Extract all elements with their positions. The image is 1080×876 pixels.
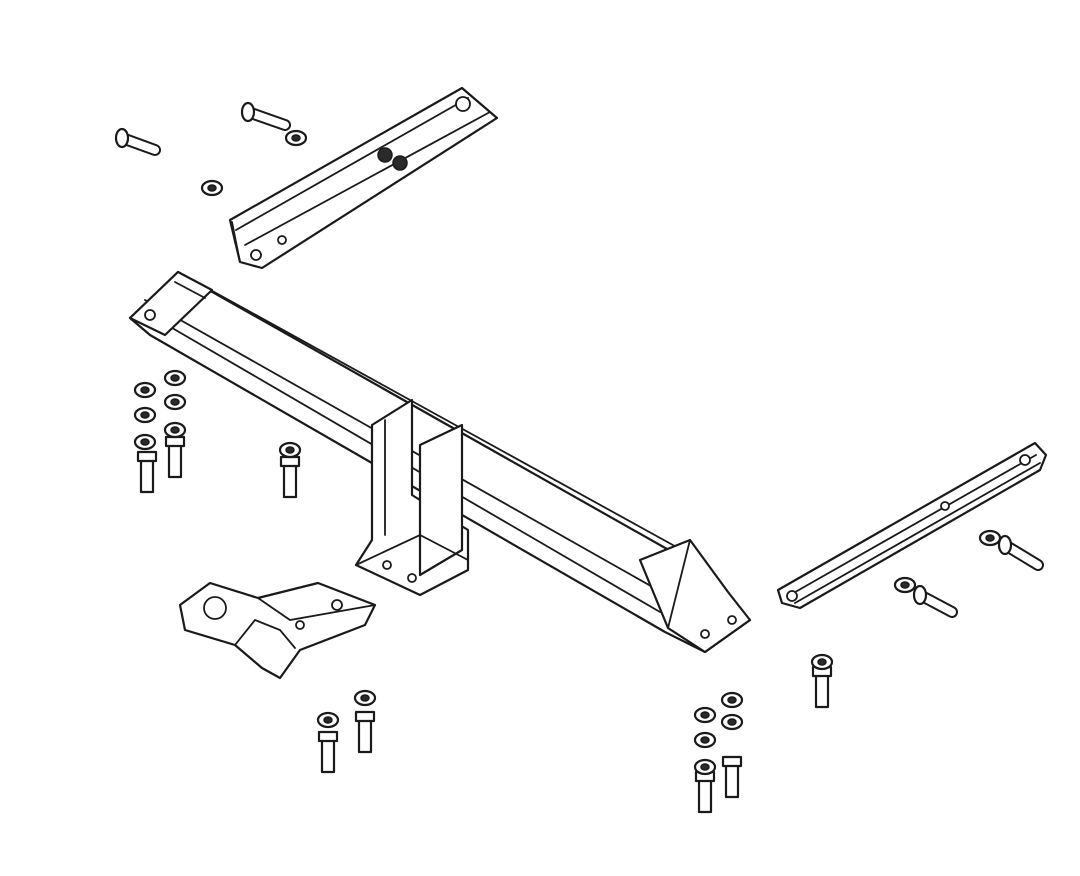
bolt-icon: [317, 730, 339, 774]
hardware-fasteners: [114, 101, 1044, 814]
bolt-icon: [694, 770, 716, 814]
nut-icon: [720, 713, 744, 731]
nut-icon: [278, 441, 302, 459]
nut-icon: [353, 689, 377, 707]
nut-icon: [163, 393, 187, 411]
top-side-bracket: [228, 86, 499, 270]
nut-icon: [133, 406, 157, 424]
nut-icon: [720, 691, 744, 709]
angled-bolt-icon: [912, 584, 958, 618]
nut-icon: [693, 731, 717, 749]
tow-ball-mount: [178, 581, 377, 680]
nut-icon: [133, 433, 157, 451]
nut-icon: [693, 706, 717, 724]
nut-icon: [284, 129, 308, 147]
bolt-icon: [136, 450, 158, 494]
nut-icon: [163, 421, 187, 439]
angled-bolt-icon: [240, 101, 291, 131]
bolt-icon: [811, 665, 833, 709]
bolt-icon: [354, 710, 376, 754]
drop-bracket: [354, 398, 470, 597]
nut-icon: [810, 653, 834, 671]
bolt-icon: [279, 455, 301, 499]
nut-icon: [978, 529, 1002, 547]
angled-bolt-icon: [997, 534, 1044, 571]
nut-icon: [893, 576, 917, 594]
right-side-bracket: [776, 441, 1048, 610]
nut-icon: [316, 711, 340, 729]
nut-icon: [163, 369, 187, 387]
bolt-icon: [164, 435, 186, 479]
bolt-icon: [721, 755, 743, 799]
nut-icon: [133, 381, 157, 399]
angled-bolt-icon: [114, 127, 161, 156]
nut-icon: [200, 179, 224, 197]
nut-icon: [693, 758, 717, 776]
